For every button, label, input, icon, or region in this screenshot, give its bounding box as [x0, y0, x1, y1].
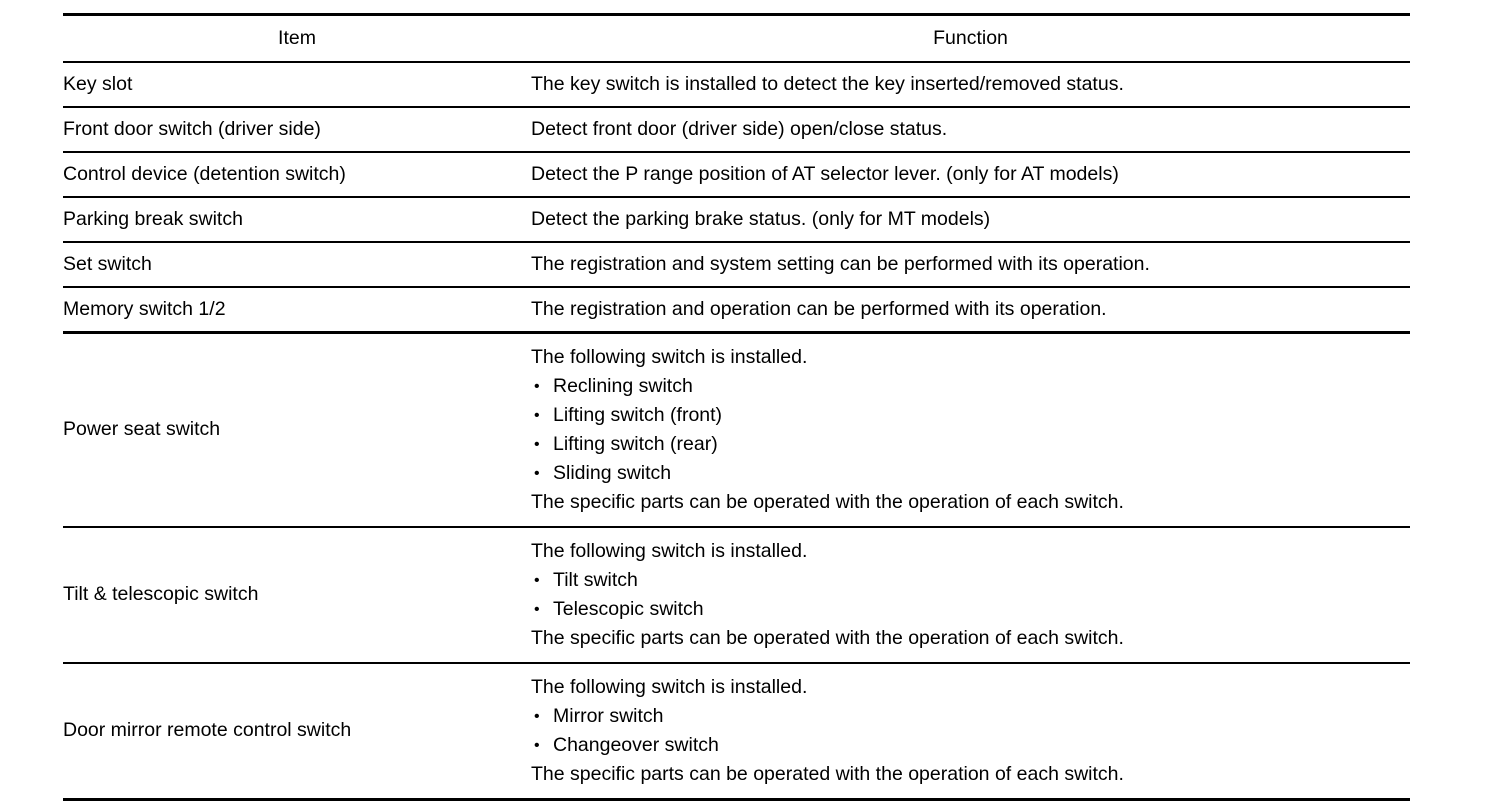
cell-item: Key slot: [63, 61, 531, 108]
bullet-label: Mirror switch: [553, 705, 664, 727]
function-text-block: The following switch is installed. • Recli…: [531, 343, 1410, 517]
function-intro-line: The key switch is installed to detect th…: [531, 73, 1124, 95]
bullet-dot-icon: •: [534, 378, 540, 395]
cell-item: Control device (detention switch): [63, 151, 531, 198]
bullet-dot-icon: •: [534, 436, 540, 453]
column-header-function: Function: [531, 13, 1410, 63]
function-text-block: Detect the P range position of AT select…: [531, 160, 1410, 189]
function-bullet-item: • Lifting switch (rear): [531, 430, 1410, 459]
cell-item: Memory switch 1/2: [63, 286, 531, 334]
function-bullet-item: • Reclining switch: [531, 372, 1410, 401]
cell-item: Door mirror remote control switch: [63, 662, 531, 801]
cell-item: Set switch: [63, 241, 531, 288]
function-bullet-item: • Mirror switch: [531, 702, 1410, 731]
cell-function: The key switch is installed to detect th…: [531, 61, 1410, 108]
cell-function: The following switch is installed. • Tilt …: [531, 526, 1410, 664]
bullet-label: Lifting switch (rear): [553, 433, 718, 455]
bullet-dot-icon: •: [534, 737, 540, 754]
function-outro-line: The specific parts can be operated with …: [531, 491, 1124, 513]
column-header-item: Item: [63, 13, 531, 63]
bullet-label: Telescopic switch: [553, 598, 704, 620]
function-intro-line: Detect front door (driver side) open/clo…: [531, 118, 948, 140]
bullet-label: Tilt switch: [553, 569, 638, 591]
cell-item: Power seat switch: [63, 331, 531, 528]
function-intro-line: The registration and operation can be pe…: [531, 298, 1107, 320]
bullet-label: Changeover switch: [553, 734, 719, 756]
function-intro-line: The following switch is installed.: [531, 676, 808, 698]
function-bullet-item: • Lifting switch (front): [531, 401, 1410, 430]
function-bullet-list: • Mirror switch • Changeover switch: [531, 702, 1410, 760]
table-header-row: Item Function: [63, 13, 1410, 63]
function-outro-line: The specific parts can be operated with …: [531, 627, 1124, 649]
function-bullet-item: • Changeover switch: [531, 731, 1410, 760]
cell-function: The following switch is installed. • Mirro…: [531, 662, 1410, 801]
function-bullet-item: • Tilt switch: [531, 566, 1410, 595]
function-text-block: The registration and operation can be pe…: [531, 295, 1410, 324]
function-text-block: The following switch is installed. • Mirro…: [531, 673, 1410, 789]
table-header: Item Function: [63, 13, 1410, 63]
function-bullet-item: • Telescopic switch: [531, 595, 1410, 624]
function-intro-line: The following switch is installed.: [531, 346, 808, 368]
function-bullet-item: • Sliding switch: [531, 459, 1410, 488]
bullet-label: Sliding switch: [553, 462, 672, 484]
bullet-dot-icon: •: [534, 601, 540, 618]
bullet-label: Reclining switch: [553, 375, 693, 397]
bullet-dot-icon: •: [534, 465, 540, 482]
function-text-block: The registration and system setting can …: [531, 250, 1410, 279]
cell-item: Front door switch (driver side): [63, 106, 531, 153]
bullet-dot-icon: •: [534, 708, 540, 725]
function-bullet-list: • Tilt switch • Telescopic switch: [531, 566, 1410, 624]
cell-function: The following switch is installed. • Recli…: [531, 331, 1410, 528]
cell-function: Detect the parking brake status. (only f…: [531, 196, 1410, 243]
bullet-dot-icon: •: [534, 572, 540, 589]
table-row: Front door switch (driver side)Detect fr…: [63, 106, 1410, 153]
function-intro-line: Detect the parking brake status. (only f…: [531, 208, 991, 230]
function-outro-line: The specific parts can be operated with …: [531, 763, 1124, 785]
function-intro-line: Detect the P range position of AT select…: [531, 163, 1119, 185]
cell-function: Detect the P range position of AT select…: [531, 151, 1410, 198]
table-row: Control device (detention switch)Detect …: [63, 151, 1410, 198]
cell-function: The registration and operation can be pe…: [531, 286, 1410, 334]
bullet-label: Lifting switch (front): [553, 404, 723, 426]
bullet-dot-icon: •: [534, 407, 540, 424]
cell-function: The registration and system setting can …: [531, 241, 1410, 288]
function-text-block: Detect front door (driver side) open/clo…: [531, 115, 1410, 144]
function-text-block: The following switch is installed. • Tilt …: [531, 537, 1410, 653]
function-intro-line: The registration and system setting can …: [531, 253, 1150, 275]
function-bullet-list: • Reclining switch • Lifting switch (front)…: [531, 372, 1410, 488]
cell-function: Detect front door (driver side) open/clo…: [531, 106, 1410, 153]
function-intro-line: The following switch is installed.: [531, 540, 808, 562]
function-text-block: The key switch is installed to detect th…: [531, 70, 1410, 99]
function-text-block: Detect the parking brake status. (only f…: [531, 205, 1410, 234]
cell-item: Parking break switch: [63, 196, 531, 243]
cell-item: Tilt & telescopic switch: [63, 526, 531, 664]
